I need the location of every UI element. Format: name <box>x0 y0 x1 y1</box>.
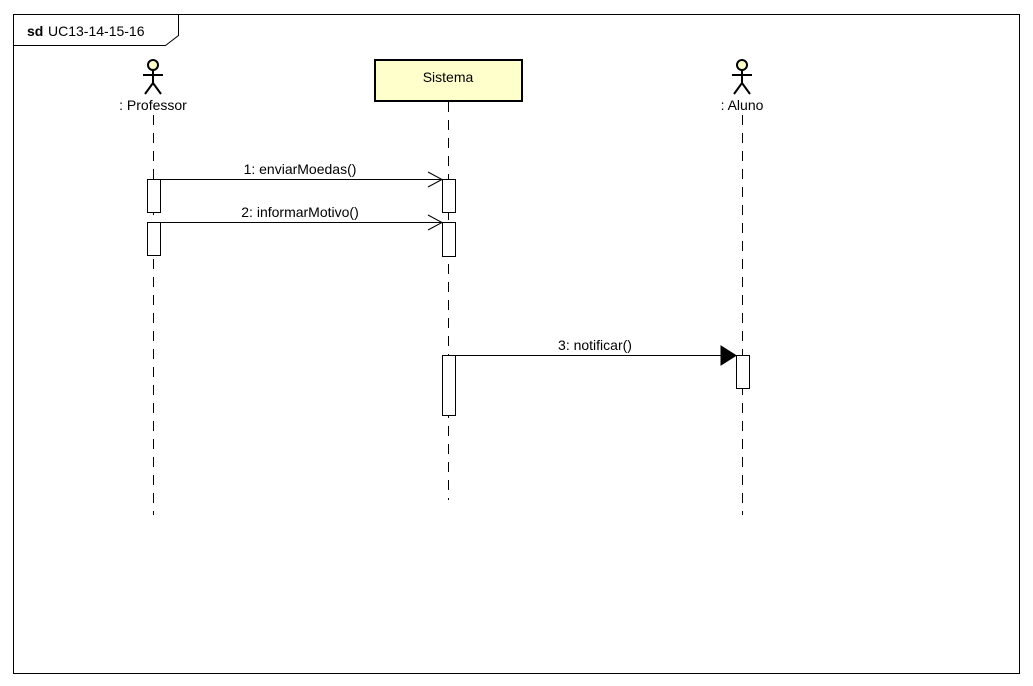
diagram-frame <box>13 14 1020 674</box>
frame-title: UC13-14-15-16 <box>48 23 145 39</box>
participant-label-aluno: : Aluno <box>721 97 764 113</box>
activation-bar <box>736 355 750 389</box>
activation-bar <box>442 179 456 213</box>
participant-professor[interactable]: : Professor <box>119 59 187 113</box>
message-1[interactable]: 1: enviarMoedas() <box>160 161 444 188</box>
message-2[interactable]: 2: informarMotivo() <box>160 204 444 231</box>
participant-label-professor: : Professor <box>119 97 187 113</box>
participant-aluno[interactable]: : Aluno <box>721 59 764 113</box>
activation-bar <box>147 179 161 213</box>
message-label: 3: notificar() <box>558 337 632 353</box>
open-arrowhead-icon <box>427 214 444 231</box>
activation-bar <box>442 222 456 257</box>
frame-keyword: sd <box>27 23 43 39</box>
activation-bar <box>147 222 161 256</box>
filled-arrowhead-icon <box>720 345 737 366</box>
participant-sistema[interactable]: Sistema <box>374 59 523 102</box>
message-3[interactable]: 3: notificar() <box>455 337 737 366</box>
message-label: 2: informarMotivo() <box>241 204 358 220</box>
message-label: 1: enviarMoedas() <box>244 161 357 177</box>
participant-label-sistema: Sistema <box>423 69 474 85</box>
open-arrowhead-icon <box>427 171 444 188</box>
activation-bar <box>442 355 456 416</box>
actor-icon <box>143 59 163 95</box>
object-box <box>374 59 523 102</box>
frame-name-tab <box>13 14 179 46</box>
actor-icon <box>732 59 752 95</box>
